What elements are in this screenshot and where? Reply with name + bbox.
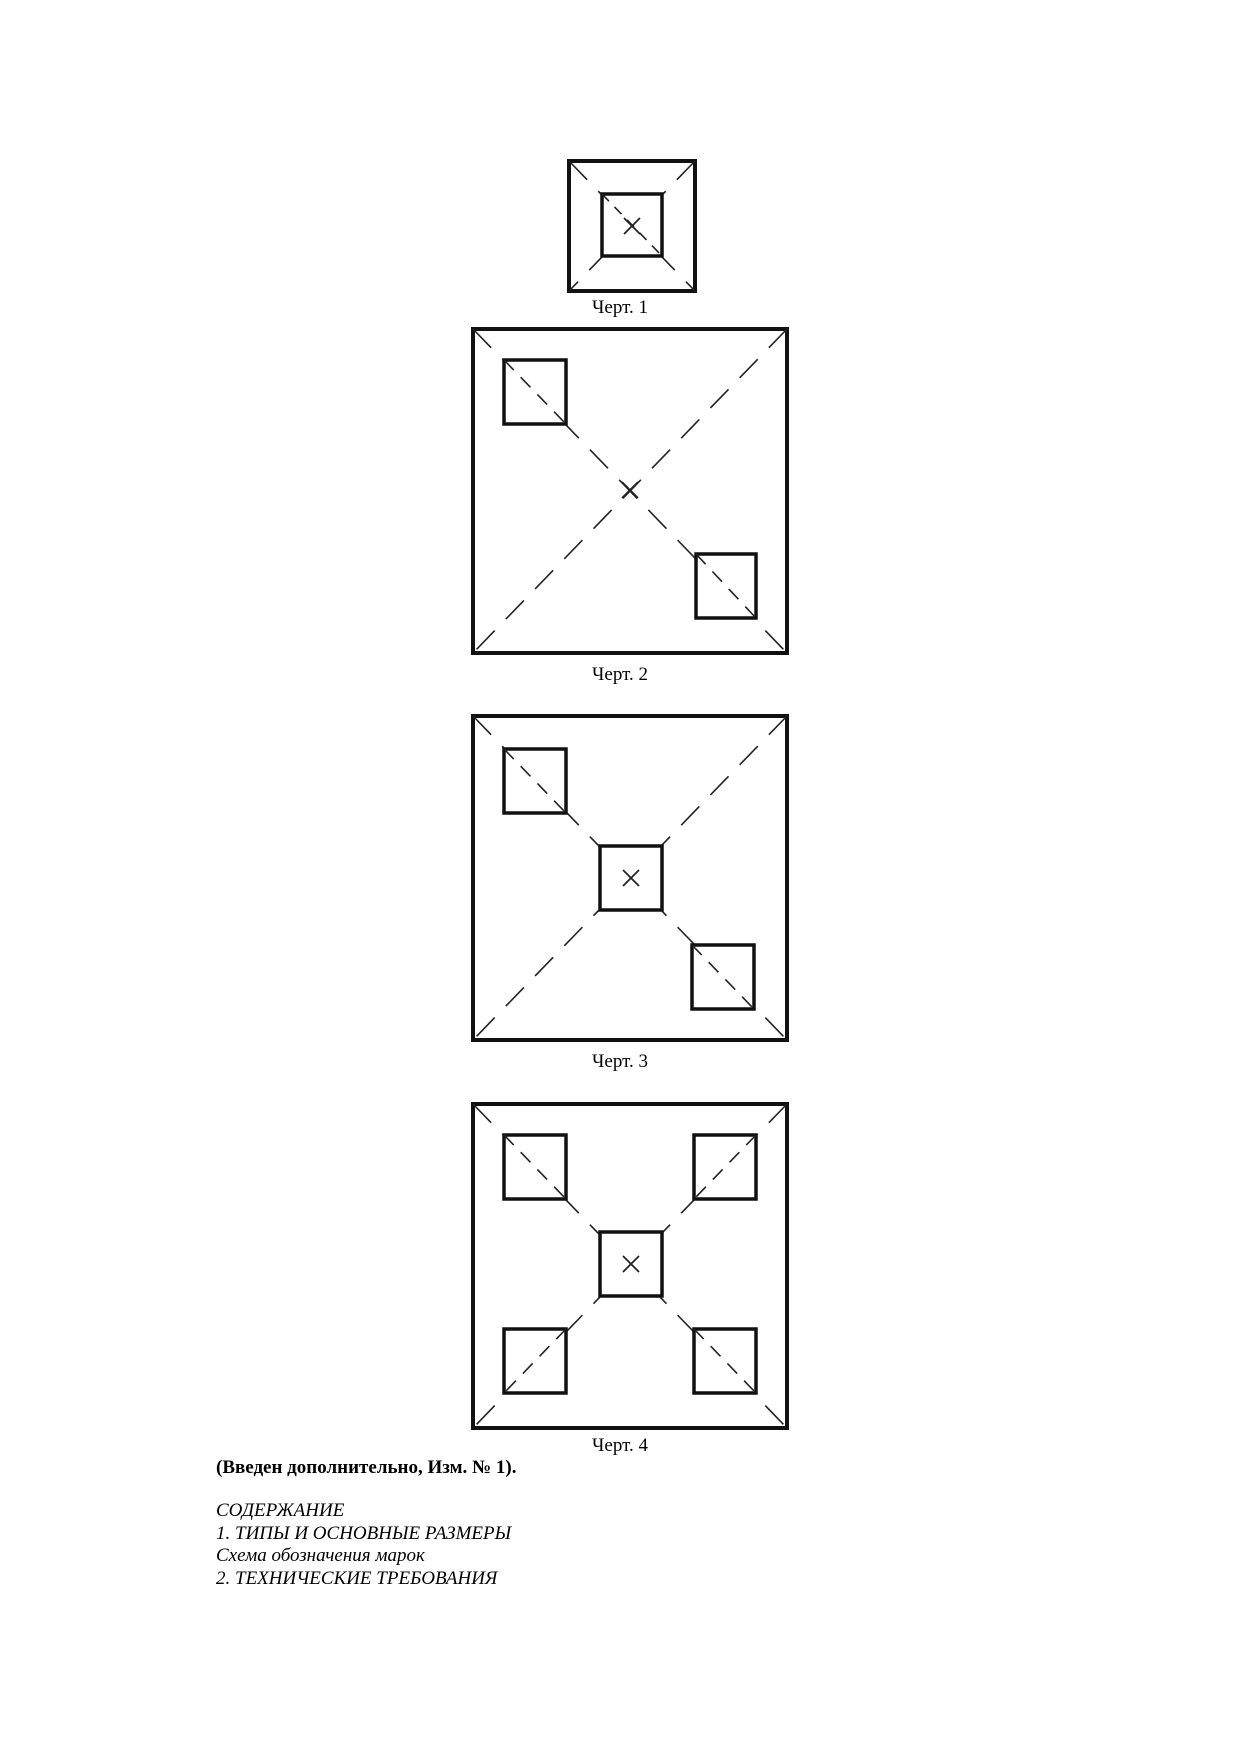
caption-drawing-2: Черт. 2	[592, 664, 648, 685]
drawing-4	[471, 1102, 789, 1430]
toc-item-section-1[interactable]: 1. ТИПЫ И ОСНОВНЫЕ РАЗМЕРЫ	[216, 1522, 512, 1544]
caption-drawing-4: Черт. 4	[592, 1435, 648, 1456]
drawing-3	[471, 714, 789, 1042]
caption-drawing-3: Черт. 3	[592, 1051, 648, 1072]
toc-heading[interactable]: СОДЕРЖАНИЕ	[216, 1500, 345, 1521]
amendment-note: (Введен дополнительно, Изм. № 1).	[216, 1457, 517, 1478]
table-of-contents: СОДЕРЖАНИЕ 1. ТИПЫ И ОСНОВНЫЕ РАЗМЕРЫ Сх…	[216, 1500, 511, 1590]
drawing-2	[471, 327, 789, 655]
toc-item-section-2[interactable]: 2. ТЕХНИЧЕСКИЕ ТРЕБОВАНИЯ	[216, 1567, 498, 1589]
toc-item-marking-scheme[interactable]: Схема обозначения марок	[216, 1545, 425, 1566]
drawing-1	[567, 159, 697, 293]
caption-drawing-1: Черт. 1	[592, 297, 648, 318]
